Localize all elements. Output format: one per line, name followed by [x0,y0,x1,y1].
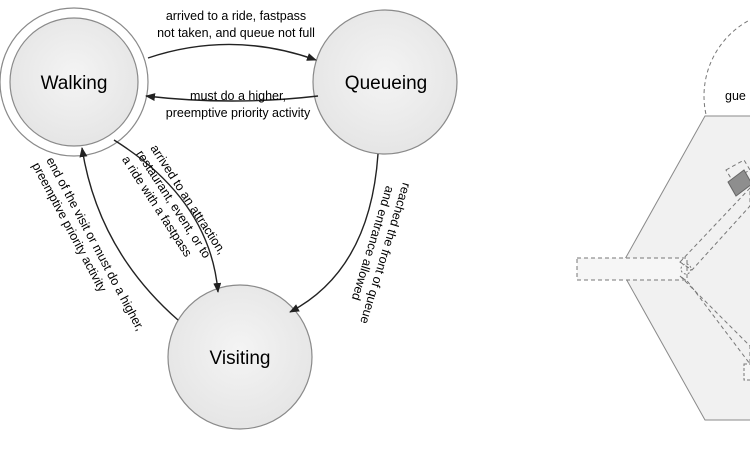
partial-label: gue [725,89,746,103]
queueing-circle [312,9,458,155]
walking-label: Walking [41,73,108,94]
edge-visiting-to-walking [79,147,179,321]
edge-walking-to-visiting [113,139,222,293]
label-visiting-to-walking: end of the visit or must do a higher, pr… [29,155,147,333]
label-line: must do a higher, [190,89,286,103]
state-visiting: Visiting [167,284,313,430]
label-line: preemptive priority activity [166,106,311,120]
junction-left [680,263,692,275]
label-queueing-to-visiting: reached the front of queue and entrance … [349,181,414,325]
queueing-label: Queueing [345,73,427,94]
small-box-bottom [743,363,750,381]
dark-block [727,169,750,197]
walking-inner-circle [9,17,139,147]
edge-queueing-to-walking [145,93,319,102]
edge-walking-to-queueing [147,43,317,61]
right-panel-figure: gue [576,19,750,421]
dashed-corridor-lower [679,275,750,365]
label-walking-to-queueing: arrived to a ride, fastpass not taken, a… [157,9,315,40]
dashed-corridor-upper [679,187,750,271]
state-queueing: Queueing [312,9,458,155]
label-line: end of the visit or must do a higher, [43,155,147,333]
label-queueing-to-walking: must do a higher, preemptive priority ac… [166,89,311,120]
dashed-circle [703,19,750,173]
visiting-label: Visiting [210,348,271,369]
label-line: not taken, and queue not full [157,26,315,40]
dashed-corridor-top [725,159,750,181]
label-walking-to-visiting: arrived to an attraction, restaurant, ev… [119,142,229,261]
edge-queueing-to-visiting [289,153,379,313]
state-walking: Walking [0,7,149,157]
dashed-rect-left [576,257,688,281]
visiting-circle [167,284,313,430]
label-line: arrived to a ride, fastpass [166,9,306,23]
